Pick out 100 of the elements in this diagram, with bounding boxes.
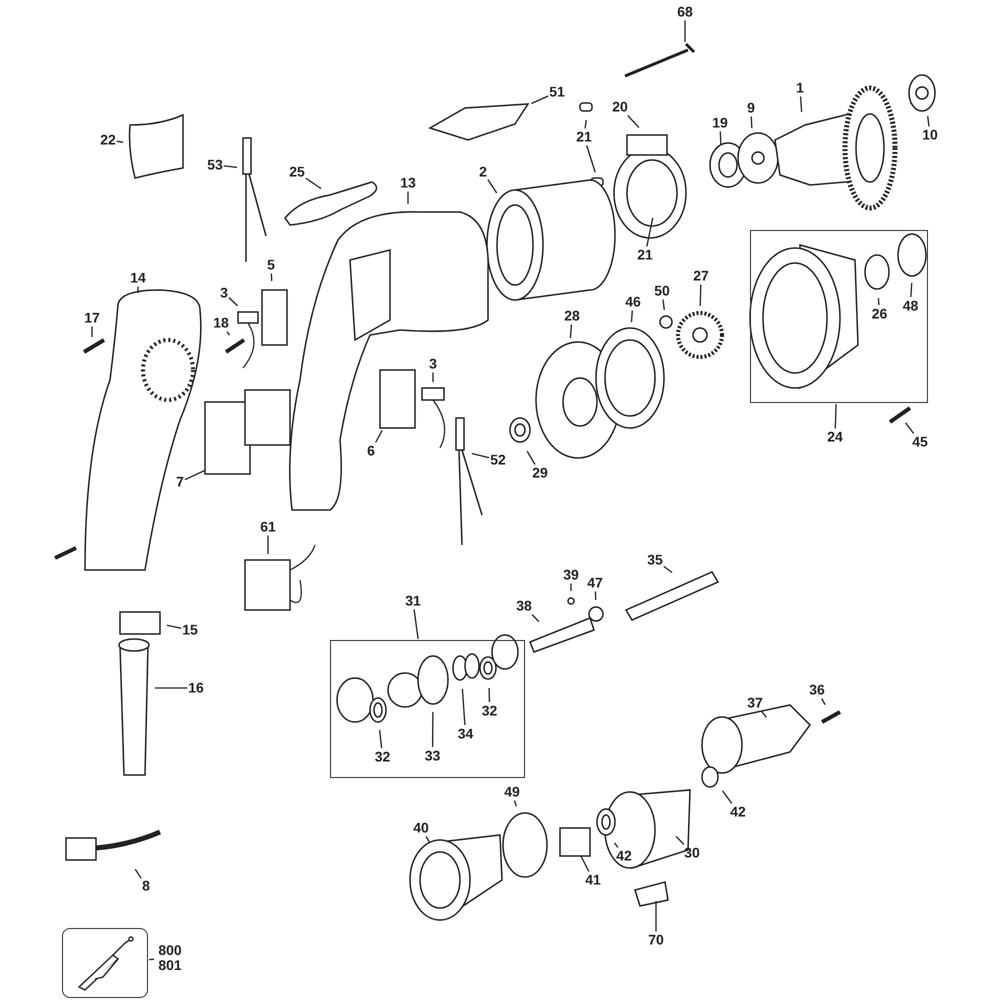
leader-line bbox=[526, 450, 536, 465]
leader-line bbox=[927, 116, 930, 127]
leader-line bbox=[91, 326, 93, 337]
callout-number: 68 bbox=[677, 4, 693, 20]
callout-number: 35 bbox=[647, 552, 663, 568]
callout-number: 21 bbox=[576, 130, 592, 144]
leader-line bbox=[570, 324, 572, 338]
leader-line bbox=[270, 273, 272, 282]
leader-line bbox=[532, 614, 540, 622]
leader-line bbox=[432, 712, 434, 747]
callout-number: 15 bbox=[182, 622, 198, 638]
leader-line bbox=[305, 178, 322, 190]
callout-number: 32 bbox=[374, 749, 390, 764]
leader-line bbox=[134, 868, 142, 879]
leader-line bbox=[662, 299, 665, 310]
callout-number: 37 bbox=[747, 696, 763, 710]
callout-number: 21 bbox=[637, 248, 653, 262]
callout-number: 6 bbox=[367, 444, 375, 458]
callout-number: 61 bbox=[260, 520, 276, 534]
leader-line bbox=[432, 372, 434, 382]
leader-line bbox=[137, 286, 139, 293]
leader-line bbox=[267, 536, 269, 554]
callout-number: 3 bbox=[220, 286, 228, 300]
leader-line bbox=[800, 96, 802, 112]
callout-number: 40 bbox=[413, 820, 429, 836]
leader-line bbox=[570, 584, 572, 591]
leader-line bbox=[905, 422, 914, 434]
callout-number: 42 bbox=[616, 848, 632, 864]
leader-line bbox=[676, 836, 684, 845]
callout-number: 38 bbox=[516, 598, 532, 614]
leader-line bbox=[184, 470, 205, 480]
callout-number: 9 bbox=[747, 100, 755, 116]
leader-line bbox=[155, 687, 188, 689]
callout-number: 52 bbox=[490, 452, 506, 468]
kit-frame bbox=[62, 928, 148, 998]
callout-number: 34 bbox=[458, 726, 474, 741]
leader-line bbox=[488, 688, 490, 702]
callout-number: 26 bbox=[872, 306, 888, 321]
assembly-frame bbox=[750, 230, 928, 403]
leader-line bbox=[375, 430, 383, 443]
leader-line bbox=[834, 404, 837, 429]
callout-number: 30 bbox=[684, 846, 700, 860]
callout-number: 51 bbox=[549, 84, 565, 100]
callout-number: 14 bbox=[130, 270, 146, 286]
leader-line bbox=[586, 145, 596, 172]
leader-line bbox=[594, 591, 596, 600]
leader-line bbox=[761, 711, 767, 718]
callout-number: 45 bbox=[912, 434, 928, 450]
callout-number: 28 bbox=[564, 308, 580, 324]
callout-number: 13 bbox=[400, 176, 416, 190]
leader-line bbox=[426, 836, 430, 844]
leader-line bbox=[720, 131, 722, 144]
leader-line bbox=[630, 310, 633, 322]
leader-line bbox=[584, 120, 587, 129]
leader-line bbox=[487, 179, 498, 194]
leader-line bbox=[148, 958, 154, 960]
callout-number: 29 bbox=[532, 466, 548, 480]
callout-number: 1 bbox=[796, 80, 804, 96]
callout-number: 42 bbox=[730, 804, 746, 820]
callout-number: 48 bbox=[902, 298, 918, 313]
leader-line bbox=[684, 20, 686, 42]
leader-line bbox=[407, 192, 409, 204]
callout-number: 3 bbox=[429, 356, 437, 372]
callout-number: 25 bbox=[289, 164, 305, 180]
leader-line bbox=[655, 901, 657, 932]
callout-number: 39 bbox=[563, 568, 579, 582]
callout-number: 53 bbox=[207, 158, 223, 172]
leader-line bbox=[663, 566, 672, 574]
callout-number: 36 bbox=[809, 682, 825, 698]
leader-line bbox=[166, 624, 182, 629]
leader-line bbox=[821, 698, 826, 706]
callout-number: 5 bbox=[267, 258, 275, 272]
callout-number: 46 bbox=[625, 294, 641, 310]
leader-line bbox=[116, 140, 124, 143]
callout-number: 50 bbox=[654, 284, 670, 298]
callout-number: 24 bbox=[827, 430, 843, 444]
leader-line bbox=[226, 331, 230, 336]
callout-number: 800 801 bbox=[155, 943, 185, 973]
callout-number: 7 bbox=[176, 474, 184, 490]
callout-number: 8 bbox=[142, 878, 150, 894]
callout-number: 17 bbox=[84, 310, 100, 326]
leader-line bbox=[722, 790, 732, 804]
leader-line bbox=[462, 688, 466, 726]
callout-number: 10 bbox=[922, 128, 938, 142]
leader-line bbox=[878, 298, 880, 306]
callout-number: 16 bbox=[188, 680, 204, 696]
leader-line bbox=[531, 95, 548, 104]
leader-line bbox=[910, 282, 912, 298]
callout-number: 31 bbox=[405, 594, 421, 608]
callout-number: 47 bbox=[587, 576, 603, 590]
leader-line bbox=[700, 284, 702, 306]
leader-line bbox=[472, 452, 490, 458]
callout-number: 22 bbox=[100, 132, 116, 148]
callout-number: 41 bbox=[585, 872, 601, 888]
leader-line bbox=[514, 800, 517, 806]
leader-line bbox=[413, 609, 419, 640]
callout-number: 18 bbox=[213, 316, 229, 330]
callout-number: 33 bbox=[424, 748, 440, 763]
callout-number: 49 bbox=[504, 784, 520, 800]
callout-number: 19 bbox=[712, 116, 728, 130]
